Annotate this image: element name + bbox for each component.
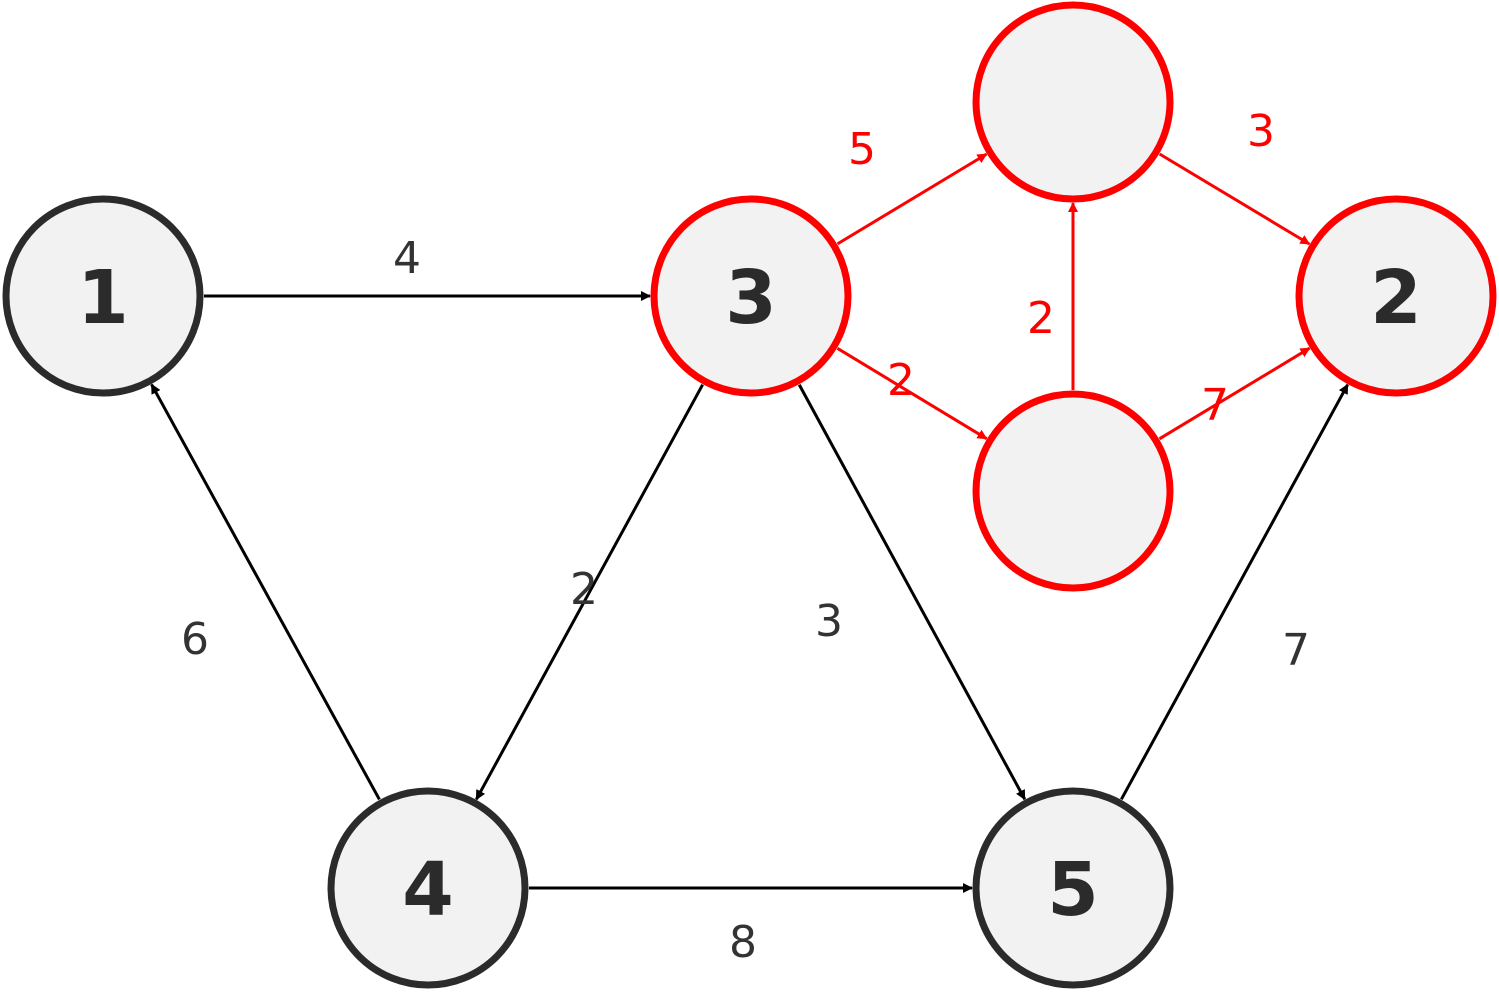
edge-weight-e1-3: 4 [393, 233, 421, 284]
node-nMid [972, 390, 1174, 592]
edge-e3-4 [475, 383, 704, 801]
node-n1: 1 [2, 195, 204, 397]
edge-e4-1 [150, 383, 381, 801]
node-n4: 4 [327, 787, 529, 989]
edge-weight-e3-top: 5 [848, 124, 876, 175]
node-nTop [972, 1, 1174, 203]
node-circle [327, 787, 529, 989]
node-circle [2, 195, 204, 397]
edge-weight-e3-4: 2 [570, 564, 598, 615]
edge-weight-e4-5: 8 [729, 917, 757, 968]
node-n5: 5 [972, 787, 1174, 989]
edge-e5-2 [1120, 383, 1349, 801]
node-n2: 2 [1295, 195, 1497, 397]
node-label: 4 [402, 847, 454, 933]
node-label: 1 [77, 255, 129, 341]
node-circle [972, 1, 1174, 203]
node-n3: 3 [650, 195, 852, 397]
node-circle [972, 390, 1174, 592]
edge-weight-emid-top: 2 [1027, 293, 1055, 344]
node-label: 2 [1370, 255, 1422, 341]
edge-weight-e3-mid: 2 [887, 355, 915, 406]
node-label: 5 [1047, 847, 1099, 933]
edges-layer [150, 152, 1349, 893]
edge-weight-e4-1: 6 [181, 614, 209, 665]
edge-weight-emid-2: 7 [1201, 380, 1229, 431]
edge-weight-etop-2: 3 [1247, 106, 1275, 157]
edge-e3-mid [836, 347, 988, 440]
edge-labels-layer: 4 5 3 2 2 7 2 3 6 8 7 [181, 106, 1310, 968]
edge-weight-e5-2: 7 [1282, 625, 1310, 676]
edge-e3-5 [797, 384, 1027, 801]
node-circle [650, 195, 852, 397]
edge-e3-top [836, 152, 988, 246]
edge-emid-2 [1158, 346, 1311, 441]
node-circle [1295, 195, 1497, 397]
node-circle [972, 787, 1174, 989]
edge-etop-2 [1158, 152, 1311, 246]
edge-weight-e3-5: 3 [815, 596, 843, 647]
node-label: 3 [725, 255, 777, 341]
